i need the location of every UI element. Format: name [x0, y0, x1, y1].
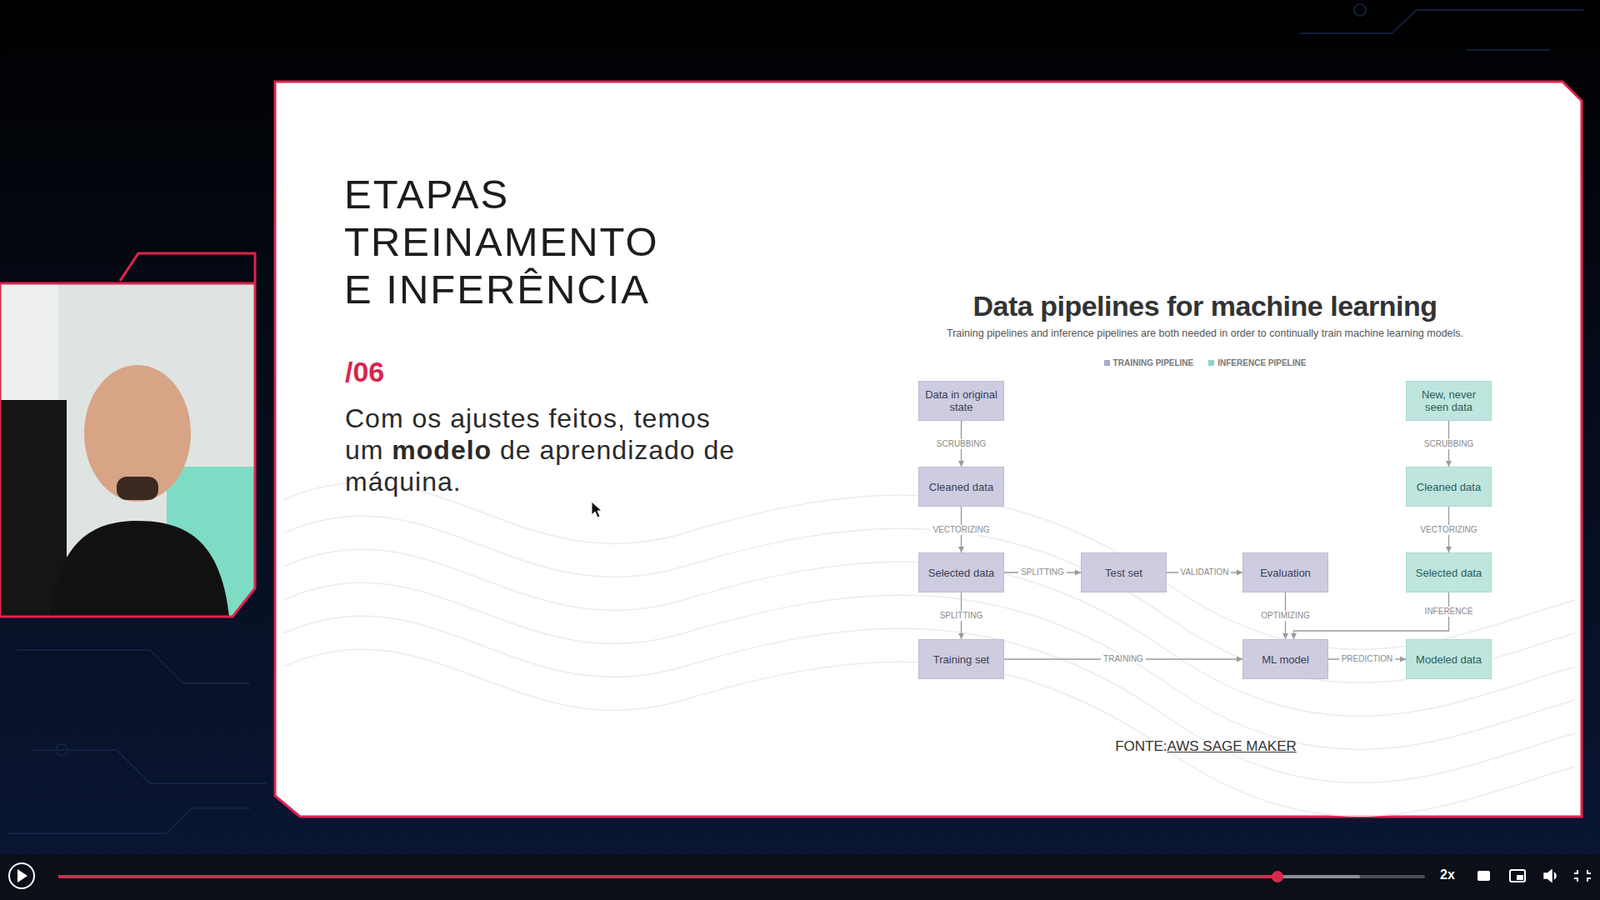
- legend-swatch: [1104, 360, 1110, 366]
- connector-label: VALIDATION: [1178, 567, 1232, 578]
- node-text: ML model: [1261, 653, 1310, 666]
- legend-item: TRAINING PIPELINE: [1104, 358, 1195, 368]
- slide-body: Com os ajustes feitos, temos um modelo d…: [345, 402, 745, 498]
- legend: TRAINING PIPELINE INFERENCE PIPELINE: [1038, 358, 1372, 368]
- play-icon: [17, 869, 28, 883]
- training-box: Cleaned data: [918, 466, 1005, 507]
- fullscreen-exit-icon: [1574, 870, 1591, 882]
- training-box: Training set: [918, 639, 1005, 680]
- pip-icon-inner: [1516, 875, 1524, 880]
- slide-wave-texture: [283, 482, 1575, 816]
- inference-box: Modeled data: [1405, 639, 1492, 680]
- circuit-line: [1300, 10, 1584, 34]
- connector-label: VECTORIZING: [1417, 525, 1480, 535]
- webcam-feed: [0, 283, 255, 617]
- wall: [0, 283, 255, 617]
- circuit-dot: [1354, 4, 1366, 16]
- legend-text: INFERENCE PIPELINE: [1217, 358, 1306, 368]
- progress-knob: [1271, 870, 1284, 883]
- legend-swatch: [1208, 360, 1215, 366]
- source-link: AWS SAGE MAKER: [1167, 738, 1297, 755]
- training-box: Test set: [1080, 552, 1167, 593]
- head: [84, 365, 191, 502]
- play-button: [9, 863, 35, 889]
- training-box: Evaluation: [1242, 552, 1329, 593]
- body-text-bold: modelo: [391, 435, 492, 465]
- slide-title: ETAPAS: [344, 170, 510, 218]
- connector-label: TRAINING: [1100, 654, 1146, 665]
- source-label: FONTE:: [1115, 738, 1167, 755]
- shirt: [50, 520, 230, 617]
- slide-title: TREINAMENTO: [344, 218, 660, 265]
- progress-track: [58, 875, 1425, 879]
- webcam-frame-tab: [120, 253, 255, 284]
- wave-line: [283, 615, 1575, 783]
- inference-box: New, never seen data: [1405, 380, 1492, 421]
- node-text: Cleaned data: [929, 480, 994, 494]
- node-text: Cleaned data: [1416, 480, 1481, 494]
- circuit-dot: [55, 744, 68, 756]
- slide-title: E INFERÊNCIA: [344, 265, 650, 313]
- inference-box: Selected data: [1405, 552, 1492, 593]
- connector-label: SCRUBBING: [934, 439, 989, 450]
- connector-label: VECTORIZING: [930, 525, 992, 535]
- training-box: Selected data: [918, 552, 1005, 593]
- training-box: ML model: [1242, 639, 1329, 680]
- legend-text: TRAINING PIPELINE: [1113, 358, 1195, 368]
- mouse-cursor: [591, 501, 602, 518]
- circuit-line: [16, 650, 250, 684]
- training-box: Data in original state: [918, 380, 1005, 421]
- legend-item: INFERENCE PIPELINE: [1208, 358, 1306, 368]
- beard: [116, 476, 159, 500]
- node-text: Data in original state: [924, 388, 999, 414]
- node-text: Selected data: [1415, 566, 1483, 580]
- wave-line: [283, 582, 1575, 750]
- wave-line: [283, 549, 1575, 716]
- window-blinds: [0, 283, 59, 417]
- progress-buffer: [58, 875, 1360, 879]
- circuit-line: [33, 750, 267, 784]
- connector-label: OPTIMIZING: [1258, 610, 1312, 621]
- inference-box: Cleaned data: [1405, 466, 1492, 507]
- control-bar: [0, 855, 1600, 900]
- node-text: New, never seen data: [1411, 388, 1486, 414]
- connector-label: SCRUBBING: [1421, 439, 1476, 450]
- wave-line: [283, 482, 1575, 650]
- diagram-title: Data pipelines for machine learning: [888, 290, 1522, 323]
- webcam-frame: [0, 283, 255, 617]
- wave-line: [283, 515, 1575, 683]
- volume-icon: [1544, 870, 1556, 882]
- node-text: Selected data: [928, 566, 995, 580]
- node-text: Modeled data: [1415, 653, 1482, 666]
- progress-played: [58, 875, 1278, 879]
- captions-icon: [1477, 870, 1490, 881]
- playback-speed: 2x: [1440, 867, 1455, 883]
- slide-number: /06: [345, 355, 385, 389]
- connector-label: PREDICTION: [1339, 654, 1396, 665]
- node-text: Test set: [1105, 566, 1143, 580]
- node-text: Evaluation: [1260, 566, 1311, 580]
- connector-label: INFERENCE: [1422, 606, 1476, 617]
- diagram-caption: Training pipelines and inference pipelin…: [871, 327, 1539, 340]
- circuit-line: [1466, 49, 1550, 51]
- pip-icon: [1510, 870, 1525, 882]
- source-line: FONTE:AWS SAGE MAKER: [1039, 738, 1373, 755]
- circuit-line: [8, 808, 250, 834]
- node-text: Training set: [933, 653, 990, 666]
- slide-panel: [275, 81, 1582, 817]
- connector-label: SPLITTING: [1018, 567, 1067, 578]
- connector-label: SPLITTING: [937, 610, 986, 621]
